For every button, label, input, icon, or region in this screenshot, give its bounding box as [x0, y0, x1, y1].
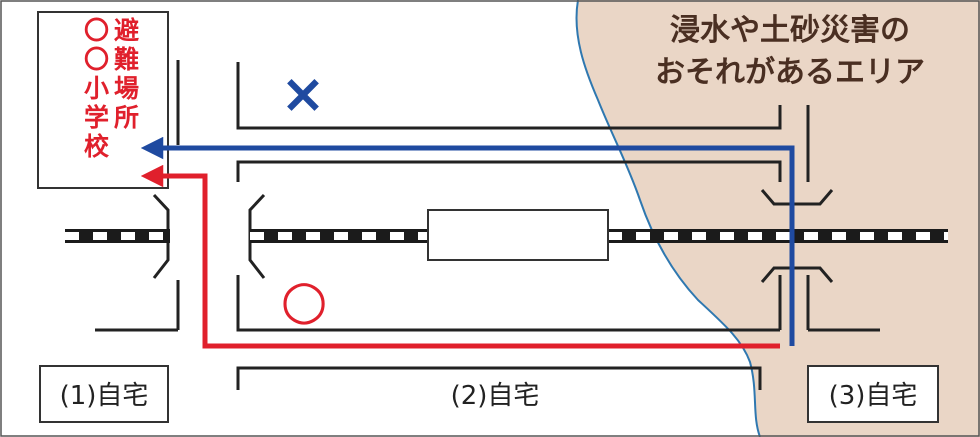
shelter-text: 避難場所 〇〇小学校	[56, 16, 156, 161]
railway-track	[65, 209, 948, 261]
hazard-label-line1: 浸水や土砂災害の	[670, 13, 910, 48]
good-route-mark: ○	[280, 268, 327, 331]
shelter-line1-overlay: 避難場所	[114, 16, 140, 132]
house1-box	[39, 365, 169, 423]
house1-label: (1)自宅	[60, 381, 149, 411]
house3-box	[807, 365, 939, 423]
house2-label: (2)自宅	[451, 381, 540, 411]
blue-route-line	[140, 136, 795, 346]
train	[427, 209, 609, 261]
hazard-label-line2: おそれがあるエリア	[655, 55, 925, 90]
shelter-line2-overlay: 〇〇小学校	[84, 16, 110, 161]
road-outlines	[95, 60, 880, 390]
hazard-area-region	[576, 0, 980, 437]
red-route-line	[140, 164, 780, 349]
bad-route-mark: ×	[280, 62, 325, 125]
house3-label: (3)自宅	[829, 381, 918, 411]
